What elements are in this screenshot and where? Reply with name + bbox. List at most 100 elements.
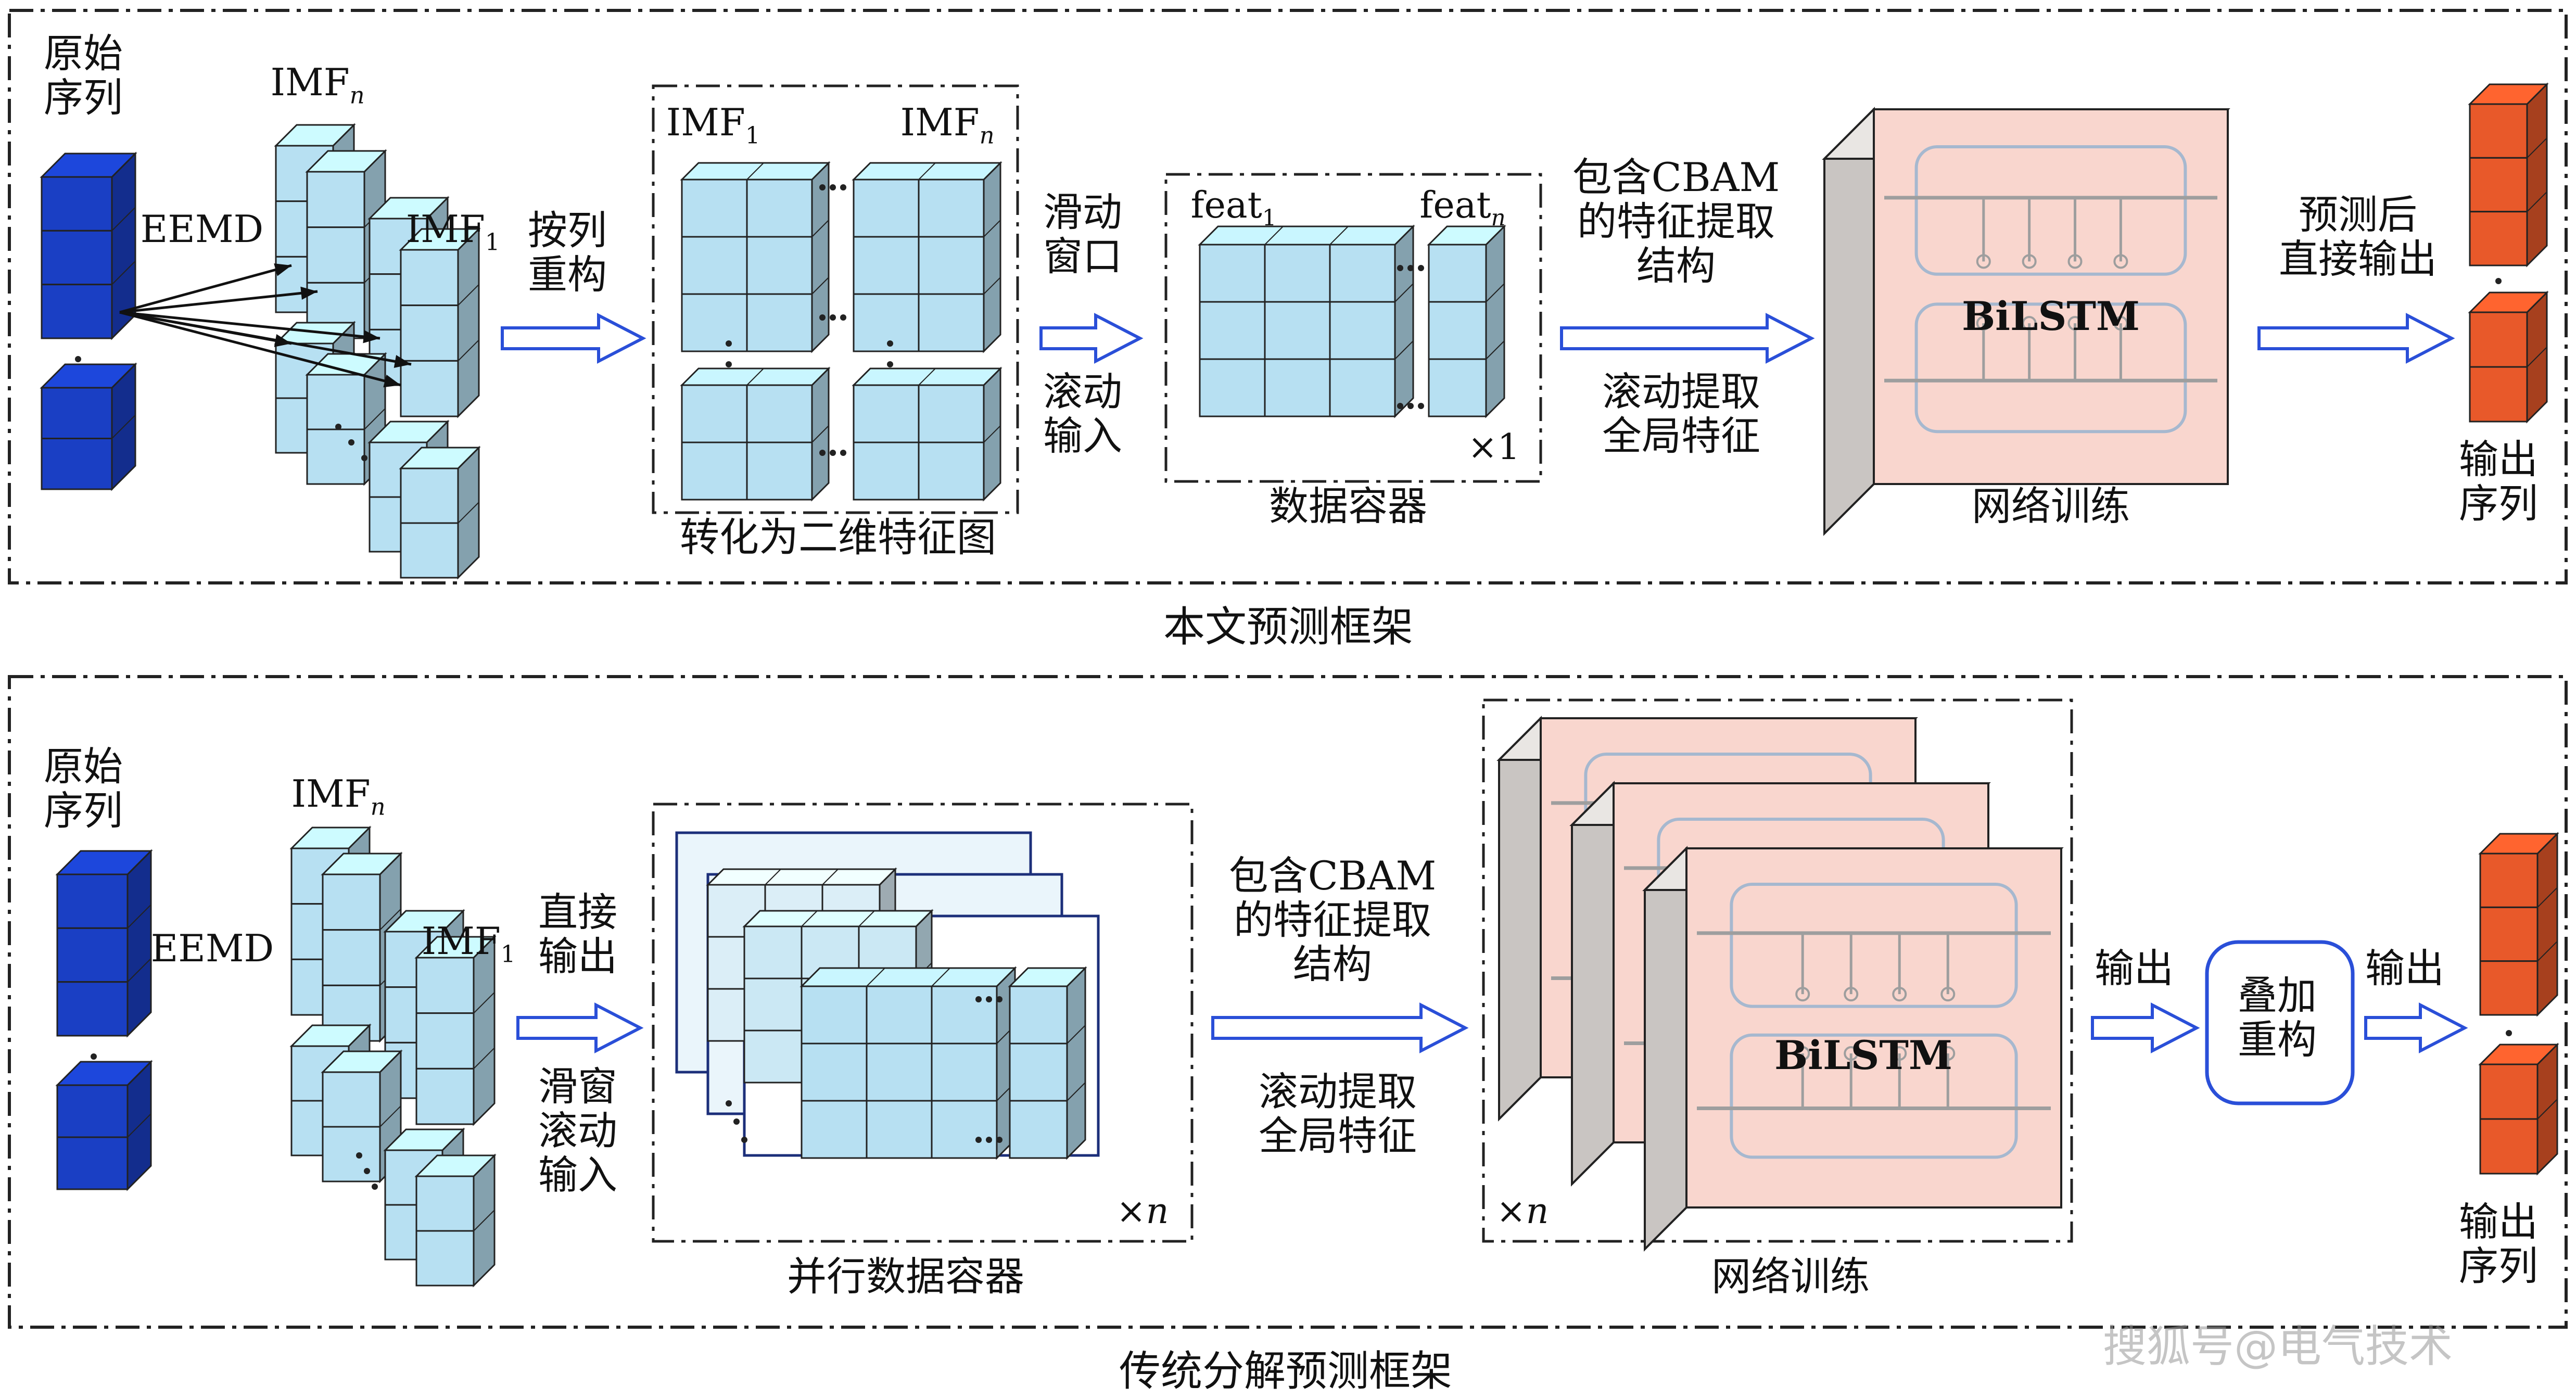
top-map-imf1-upper-cell — [746, 293, 813, 352]
bottom-output-upper-edge — [2537, 887, 2558, 908]
bottom-layer-front-col-cell — [1009, 1042, 1068, 1102]
top-sliding-window-label: 滑动 窗口 — [1043, 189, 1122, 280]
bottom-bilstm-net-front-gate — [1795, 1046, 1810, 1061]
top-map-dots-v — [887, 340, 893, 347]
top-data-container-label: 数据容器 — [1269, 483, 1427, 529]
top-imf-mid-upper-cell — [306, 226, 365, 284]
bottom-layer-front-grid-edge — [931, 968, 950, 987]
top-imf-mid-lower-edge — [364, 353, 386, 375]
bottom-bilstm-net-front-gate — [1940, 1046, 1956, 1061]
top-container-featn-edge — [1486, 340, 1505, 360]
bottom-layer-mid-grid-edge — [801, 910, 818, 927]
top-map-dots-h — [840, 184, 846, 190]
top-map-imf1-label: IMF1 — [661, 101, 765, 149]
bottom-raw-series-upper-cell — [56, 873, 129, 929]
top-raw-dots — [75, 356, 81, 362]
top-imf-1b-lower-edge — [458, 502, 479, 524]
top-map-dots-h — [840, 314, 846, 321]
bottom-layer-front-col-cell — [1009, 1100, 1068, 1159]
top-imf-1b-upper-cell — [400, 249, 459, 307]
top-container-feat1-cell — [1199, 301, 1266, 360]
bottom-bilstm-net-front-cell-fwd — [1730, 883, 2018, 1008]
top-map-imf1-lower-cell — [746, 441, 813, 501]
bottom-imf-1b-upper-cell — [415, 1067, 475, 1125]
bottom-imf-1b-lower-cell — [415, 1230, 475, 1287]
top-imf-1-text: IMF — [405, 207, 485, 251]
bottom-bilstm-net-front-front — [1685, 847, 2062, 1209]
top-imf-dots — [361, 455, 367, 461]
bottom-bilstm-net-front-gate — [1795, 987, 1810, 1002]
top-container-feat1-side — [1394, 224, 1414, 418]
bottom-arrow-cbam — [1211, 1002, 1469, 1053]
bottom-caption: 传统分解预测框架 — [1119, 1347, 1452, 1395]
top-imf-1b-upper-edge — [458, 228, 479, 250]
top-caption: 本文预测框架 — [1163, 603, 1413, 651]
top-imf-dots — [335, 424, 341, 430]
top-map-imfn-upper-cell — [853, 179, 920, 238]
top-map-imfn-upper-cell — [918, 236, 985, 295]
bottom-times-n-net-label: ×n — [1496, 1191, 1549, 1232]
top-imf-1b-lower-cell — [400, 522, 459, 579]
bottom-imf-1-lower-edge — [442, 1129, 464, 1151]
bottom-imf-dots — [356, 1152, 362, 1159]
top-container-featn-cell — [1428, 244, 1487, 303]
top-container-featn-edge — [1486, 283, 1505, 302]
bottom-output-upper-edge — [2537, 833, 2558, 854]
bottom-layer-mid-grid-cell — [743, 977, 803, 1032]
top-output-upper-cell — [2469, 157, 2528, 213]
top-map-imfn-text: IMF — [900, 100, 980, 144]
bottom-panel-frame — [8, 675, 2568, 1329]
top-output-upper-edge — [2527, 84, 2547, 105]
top-map-imf1-upper-cell — [681, 179, 748, 238]
top-bilstm-net-gate — [2113, 254, 2128, 269]
top-eemd-arrow — [119, 290, 318, 314]
bottom-raw-dots — [91, 1053, 97, 1060]
bottom-layer-dots — [975, 996, 982, 1002]
bottom-raw-series-lower-cell — [56, 1136, 129, 1190]
top-container-feat1-cell — [1199, 244, 1266, 303]
bottom-layer-dots — [986, 1137, 992, 1143]
bottom-layer-front-grid-cell — [931, 1100, 998, 1159]
top-container-featn-cell — [1428, 358, 1487, 417]
top-cbam-label: 包含CBAM 的特征提取 结构 — [1572, 154, 1780, 289]
top-container-featn-cell — [1428, 301, 1487, 360]
top-container-feat1-edge — [1394, 340, 1414, 360]
top-output-lower-edge — [2527, 347, 2547, 367]
bottom-imf-n-text: IMF — [291, 772, 371, 816]
bottom-imf-n-upper-edge — [348, 827, 370, 849]
top-container-feat1-cell — [1264, 301, 1331, 360]
top-imf-1-sub: 1 — [485, 228, 500, 256]
top-network-training-label: 网络训练 — [1972, 483, 2130, 529]
top-map-imfn-lower-cell — [918, 384, 985, 443]
bottom-layer-front-grid-top — [800, 967, 1017, 987]
top-imf-mid-upper-edge — [364, 150, 386, 172]
top-map-imfn-lower-cell — [853, 384, 920, 443]
top-map-imfn-upper-cell — [918, 293, 985, 352]
bottom-sliding-rolling-label: 滑窗 滚动 输入 — [538, 1063, 617, 1199]
bottom-output-lower-edge — [2537, 1099, 2558, 1120]
top-eemd-arrow-head — [363, 330, 380, 344]
top-map-imfn-lower-edge — [918, 368, 936, 386]
bottom-layer-front-grid-cell — [801, 985, 868, 1045]
top-container-feat1-cell — [1264, 358, 1331, 417]
top-eemd-label: EEMD — [140, 207, 264, 251]
bottom-raw-series-upper-cell — [56, 927, 129, 983]
top-imf-1b-lower-edge — [458, 447, 479, 469]
top-feature-map-frame — [652, 84, 1019, 514]
top-imf-n-lower-edge — [333, 322, 354, 344]
top-original-series-label: 原始 序列 — [44, 30, 123, 121]
top-bilstm-net-gate — [1976, 316, 1991, 331]
top-bilstm-net-gate — [2022, 316, 2037, 331]
bottom-bilstm-net-front-gate — [1892, 987, 1907, 1002]
top-feat1-sub: 1 — [1262, 205, 1277, 232]
bottom-bilstm-net-front-gate — [1892, 1046, 1907, 1061]
top-map-imf1-text: IMF — [666, 100, 745, 144]
bottom-imf-mid-lower-edge — [379, 1051, 401, 1073]
top-map-imf1-upper-cell — [681, 293, 748, 352]
bottom-raw-series-upper-edge — [127, 850, 151, 875]
bottom-output-dots — [2506, 1030, 2512, 1036]
top-bilstm-label: BiLSTM — [1961, 293, 2140, 339]
bottom-layer-front-grid-cell — [801, 1042, 868, 1102]
bottom-parallel-container-frame — [652, 803, 1194, 1243]
top-map-imf1-sub: 1 — [745, 122, 760, 149]
